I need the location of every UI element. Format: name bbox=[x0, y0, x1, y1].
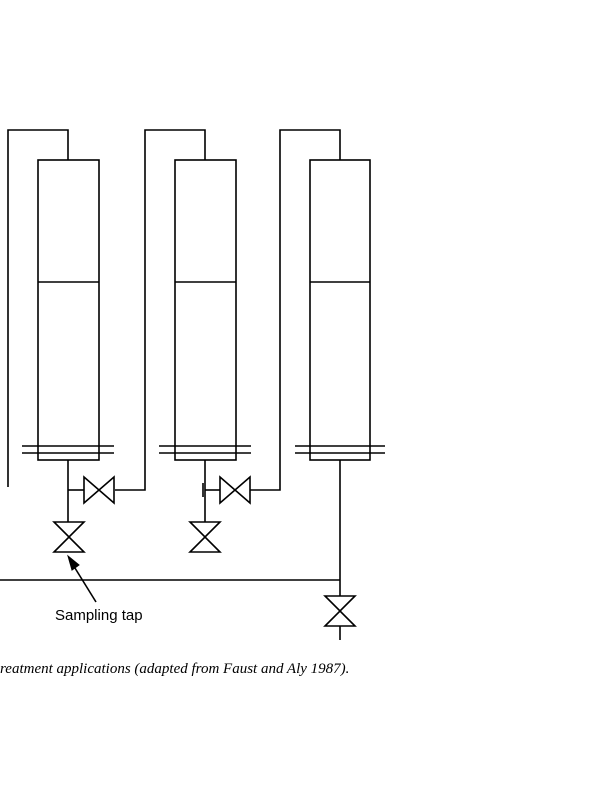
outlet-valve bbox=[323, 595, 357, 640]
sampling-tap-valve-2 bbox=[188, 521, 222, 553]
sampling-tap-arrow bbox=[67, 554, 97, 603]
transfer-pipe-1-2 bbox=[115, 129, 206, 491]
valve-transfer-2 bbox=[219, 475, 251, 505]
inlet-pipe-col1 bbox=[7, 129, 69, 487]
column-1 bbox=[22, 159, 114, 522]
sampling-tap-label: Sampling tap bbox=[55, 607, 143, 624]
column-2 bbox=[159, 159, 251, 522]
figure-caption: reatment applications (adapted from Faus… bbox=[0, 661, 349, 677]
transfer-pipe-2-3 bbox=[250, 129, 341, 491]
sampling-tap-valve-1 bbox=[52, 521, 86, 553]
column-3 bbox=[295, 159, 385, 596]
valve-transfer-1 bbox=[83, 475, 115, 505]
